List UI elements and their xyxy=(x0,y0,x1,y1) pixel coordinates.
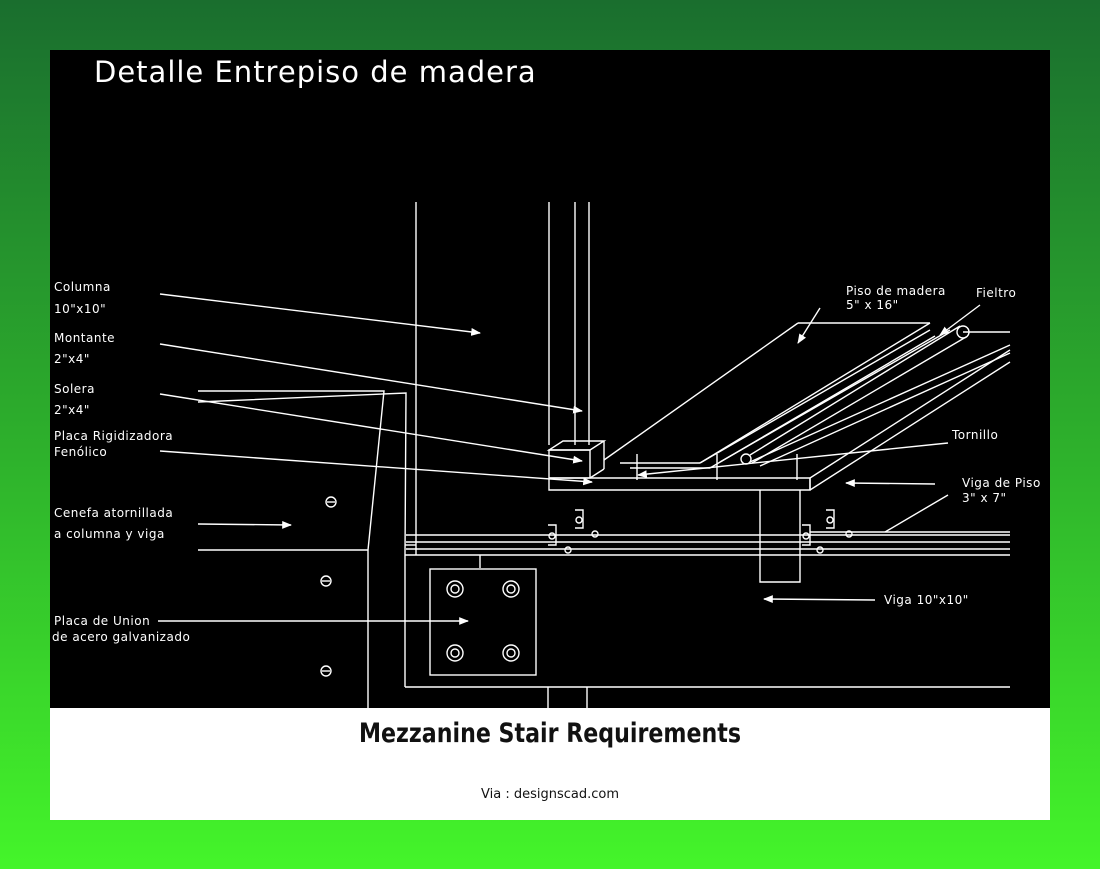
label-fieltro: Fieltro xyxy=(976,286,1017,300)
label-cenefa: Cenefa atornillada xyxy=(54,506,174,520)
caption-source: Via : designscad.com xyxy=(481,787,619,802)
cad-linework xyxy=(158,202,1011,708)
label-cenefa-2: a columna y viga xyxy=(54,527,165,541)
drawing-title: Detalle Entrepiso de madera xyxy=(94,55,537,89)
label-tornillo: Tornillo xyxy=(952,428,999,442)
label-fenolico: Fenólico xyxy=(54,445,108,459)
beam-drawing xyxy=(404,554,1010,708)
label-placa-rigidizadora: Placa Rigidizadora xyxy=(54,429,174,443)
solera-block xyxy=(546,440,607,479)
label-montante-size: 2"x4" xyxy=(54,352,90,366)
label-viga: Viga 10"x10" xyxy=(884,593,969,607)
brackets-drawing xyxy=(548,509,853,554)
label-solera-size: 2"x4" xyxy=(54,403,90,417)
caption-title: Mezzanine Stair Requirements xyxy=(358,718,742,749)
image-card: Detalle Entrepiso de madera Columna 10"x… xyxy=(50,50,1050,820)
label-piso-madera: Piso de madera xyxy=(846,284,946,298)
label-viga-piso-size: 3" x 7" xyxy=(962,491,1007,505)
floor-plank-drawing xyxy=(603,322,1011,469)
label-acero-galvanizado: de acero galvanizado xyxy=(52,630,191,644)
label-placa-union: Placa de Union xyxy=(54,614,151,628)
union-plate-drawing xyxy=(429,568,537,676)
leader-arrows xyxy=(158,293,981,625)
label-columna: Columna xyxy=(54,280,111,294)
joist-rails xyxy=(406,531,1010,550)
cad-drawing: Detalle Entrepiso de madera Columna 10"x… xyxy=(50,50,1050,708)
label-solera: Solera xyxy=(54,382,95,396)
label-columna-size: 10"x10" xyxy=(54,302,107,316)
fascia-drawing xyxy=(197,390,407,708)
felt-drawing xyxy=(740,325,1010,465)
floor-joist-drawing xyxy=(548,349,1011,583)
label-montante: Montante xyxy=(54,331,116,345)
label-piso-size: 5" x 16" xyxy=(846,298,899,312)
column-drawing xyxy=(405,202,590,555)
label-viga-piso: Viga de Piso xyxy=(962,476,1041,490)
